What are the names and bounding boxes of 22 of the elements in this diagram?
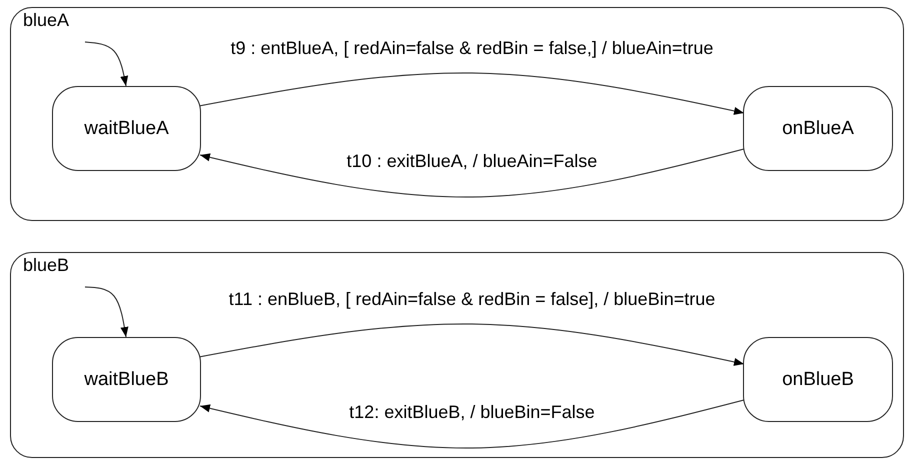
transition-arrow — [200, 148, 744, 198]
composite-state — [10, 252, 904, 458]
initial-transition-arrow — [84, 286, 128, 338]
transition-arrow — [200, 400, 744, 448]
state-name: blueA — [23, 10, 70, 31]
state-box — [743, 337, 893, 422]
edge-label: t11 : enBlueB, [ redAin=false & redBin = false], / blueBin=true — [226, 289, 718, 309]
edge-label: t10 : exitBlueA, / blueAin=False — [344, 151, 600, 171]
state-box — [743, 86, 893, 171]
state-name: waitBlueA — [84, 118, 169, 140]
state-box — [52, 86, 201, 171]
initial-transition-arrow — [84, 42, 128, 86]
transition-arrow — [198, 72, 744, 115]
edge-label: t12: exitBlueB, / blueBin=False — [347, 402, 597, 422]
edge-label: t9 : entBlueA, [ redAin=false & redBin = false,] / blueAin=true — [228, 38, 716, 58]
state-name: blueB — [23, 255, 70, 276]
state-name: onBlueB — [782, 368, 854, 390]
state-box — [52, 337, 201, 422]
transition-arrow — [198, 324, 744, 366]
composite-state — [10, 7, 904, 221]
state-name: onBlueA — [782, 118, 854, 140]
state-name: waitBlueB — [84, 368, 169, 390]
